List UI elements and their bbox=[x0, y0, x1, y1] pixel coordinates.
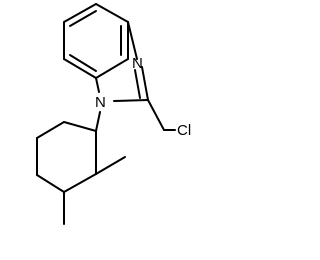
bond-methyl-1 bbox=[95, 156, 126, 175]
bond-cy-5 bbox=[63, 173, 97, 193]
bond-c3a-n3 bbox=[127, 21, 138, 60]
bond-c2-n1 bbox=[113, 99, 149, 102]
bond-benz-inner-3 bbox=[69, 54, 97, 72]
nitrogen-substituted-label: N bbox=[95, 94, 106, 111]
bond-benz-4 bbox=[95, 58, 129, 79]
structure-diagram: N N Cl bbox=[36, 3, 191, 225]
bond-cy-1 bbox=[63, 121, 97, 132]
atom-labels: N N Cl bbox=[95, 55, 191, 139]
chlorine-label: Cl bbox=[177, 122, 191, 139]
bond-n1-cyclohexyl bbox=[95, 111, 101, 132]
bond-benz-2 bbox=[95, 3, 129, 23]
imidazole-ring bbox=[95, 21, 149, 102]
bond-benz-1 bbox=[63, 3, 97, 23]
bond-cy-4 bbox=[36, 174, 65, 193]
chloromethyl-group bbox=[147, 99, 176, 131]
nitrogen-imine-label: N bbox=[132, 55, 143, 72]
bond-cy-2 bbox=[36, 121, 65, 139]
bond-benz-inner-1 bbox=[69, 10, 97, 27]
bond-c2-ch2 bbox=[147, 99, 165, 131]
bond-n3-c2-double bbox=[134, 69, 141, 99]
bond-benz-5 bbox=[63, 58, 97, 79]
bond-n1-c7a bbox=[95, 77, 100, 93]
benzene-ring bbox=[63, 3, 129, 79]
bond-n3-c2 bbox=[141, 66, 149, 101]
dimethylcyclohexyl-ring bbox=[36, 111, 126, 225]
